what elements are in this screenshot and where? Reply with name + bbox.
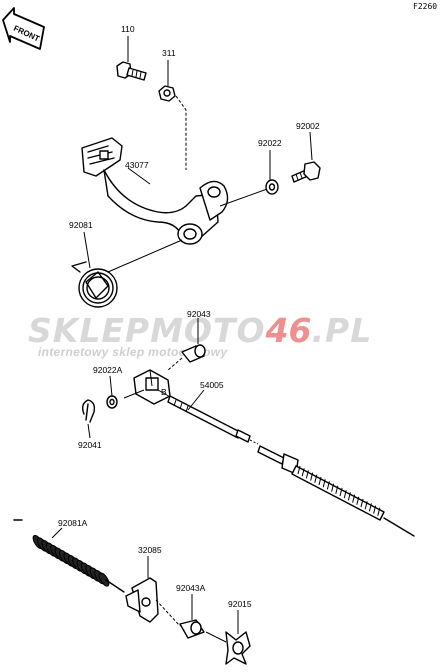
spring-92081 [71,261,118,308]
pin-92043 [181,344,206,363]
nut-311 [158,85,176,102]
label-92081A: 92081A [58,518,88,528]
washer-92022 [265,179,279,195]
label-92043: 92043 [187,309,211,319]
spring-92081A [32,534,110,587]
label-92022: 92022 [258,138,282,148]
pin-92043A [179,619,205,639]
watermark-highlight: 46 [265,311,312,350]
part-labels: 110 311 43077 92022 92002 92081 92043 92… [58,24,320,609]
label-110: 110 [121,24,135,34]
bolt-92002 [291,161,321,183]
label-54005: 54005 [200,380,224,390]
svg-text:B: B [161,387,167,397]
label-92015: 92015 [228,599,252,609]
label-92081: 92081 [69,220,93,230]
bolt-110 [116,61,147,81]
clevis: B [133,369,173,405]
label-92022A: 92022A [93,365,123,375]
watermark: SKLEPMOTO46.PL internetowy sklep motocyk… [28,311,372,359]
label-92041: 92041 [78,440,102,450]
cable-thread [297,465,381,516]
label-311: 311 [162,48,176,58]
watermark-suffix: .PL [312,311,373,350]
label-92002: 92002 [296,121,320,131]
watermark-prefix: SKLEPMOTO [28,311,266,350]
washer-92022A [106,395,118,409]
diagram-ref-code: F2260 [413,2,437,11]
watermark-tagline: internetowy sklep motocyklowy [38,345,228,359]
label-32085: 32085 [138,545,162,555]
label-92043A: 92043A [176,583,206,593]
cotter-pin-92041 [81,399,96,423]
front-direction-arrow: FRONT [2,7,45,50]
leader-lines [51,36,313,634]
brake-pedal-43077 [81,137,229,245]
brake-cable-54005 [167,395,385,521]
bracket-32085 [125,577,159,623]
wing-nut-92015 [225,631,251,665]
label-43077: 43077 [125,160,149,170]
svg-text:SKLEPMOTO46.PL: SKLEPMOTO46.PL [28,311,372,350]
